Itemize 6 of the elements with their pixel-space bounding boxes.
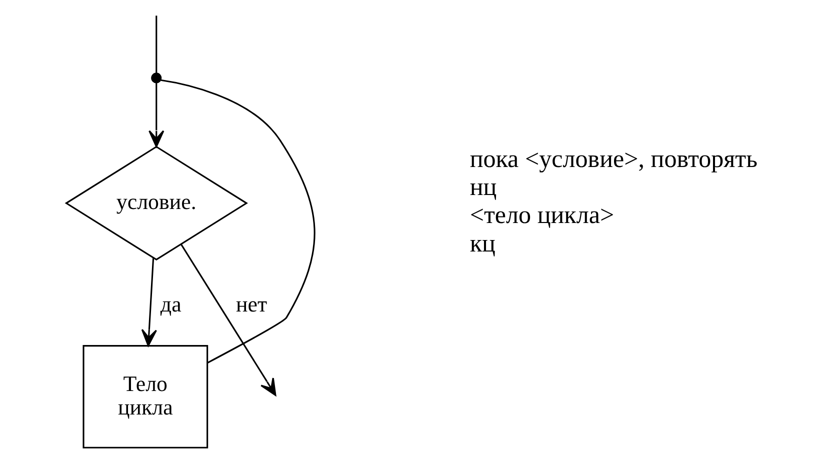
label: пока <условие>, повторять xyxy=(470,146,758,173)
edge-label: нет xyxy=(236,292,268,317)
label: кц xyxy=(470,230,496,258)
label: <тело цикла> xyxy=(470,202,614,230)
edge-label: да xyxy=(160,292,182,317)
label: нц xyxy=(470,174,497,202)
